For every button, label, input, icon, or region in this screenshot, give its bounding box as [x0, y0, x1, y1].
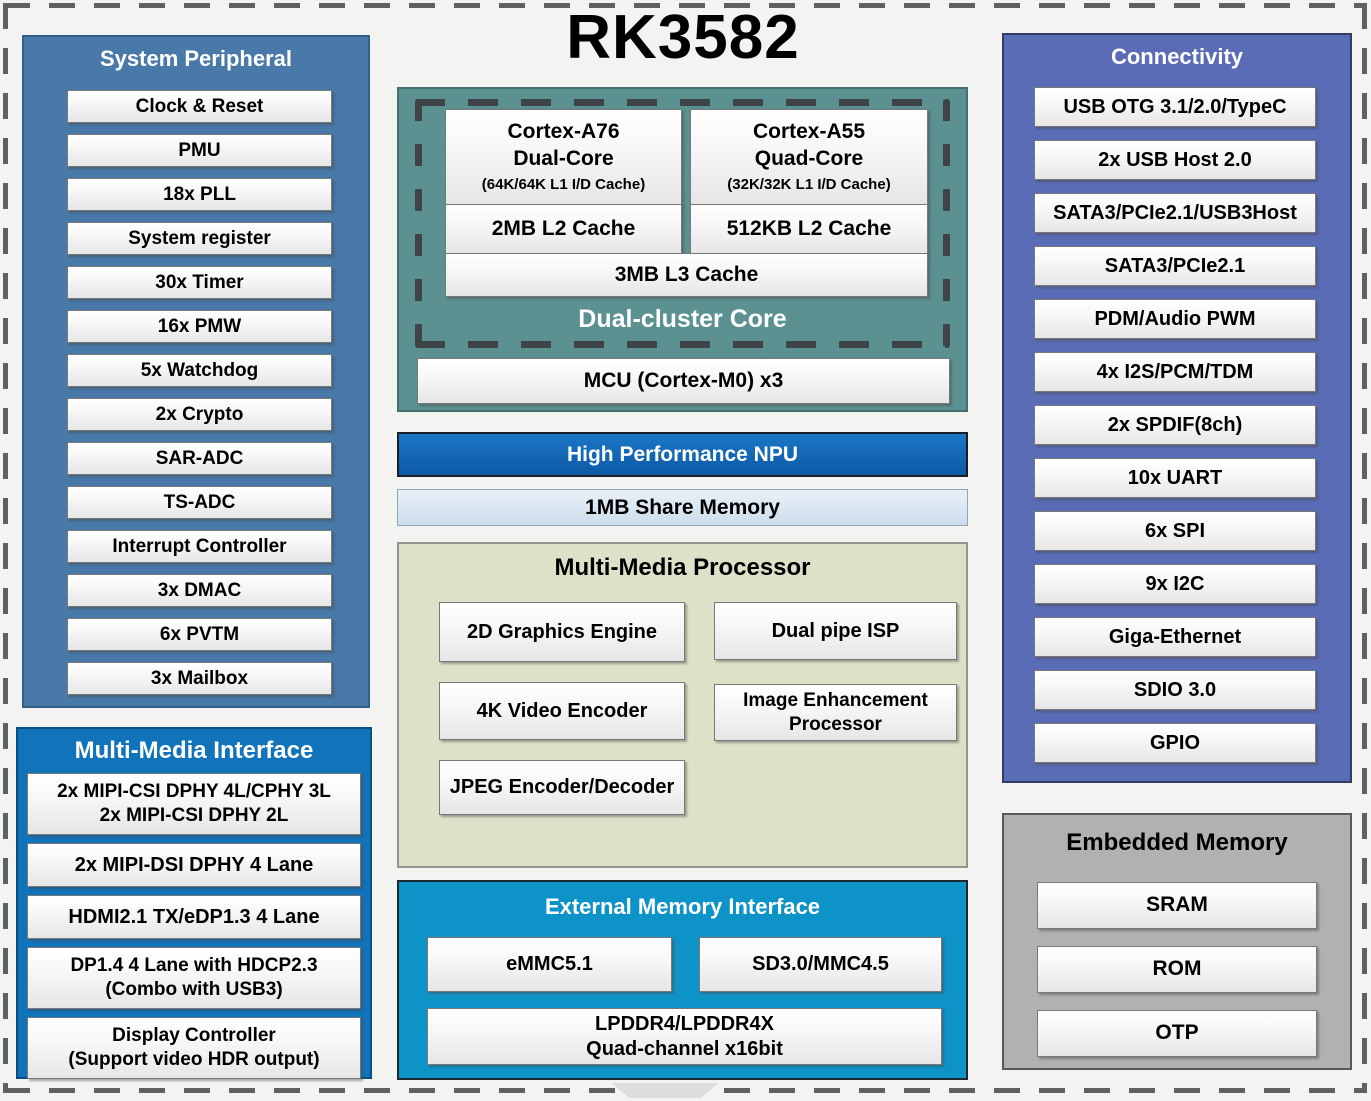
block-rom: ROM: [1037, 946, 1317, 993]
block-pvtm: 6x PVTM: [67, 618, 332, 651]
system-peripheral-title: System Peripheral: [100, 46, 292, 71]
block-sar-adc: SAR-ADC: [67, 442, 332, 475]
multi-media-processor-title: Multi-Media Processor: [554, 554, 811, 581]
block-2d-graphics: 2D Graphics Engine: [439, 602, 685, 662]
external-memory-interface-title: External Memory Interface: [544, 894, 821, 919]
block-usb-otg: USB OTG 3.1/2.0/TypeC: [1034, 87, 1316, 127]
block-watchdog: 5x Watchdog: [67, 354, 332, 387]
block-crypto: 2x Crypto: [67, 398, 332, 431]
block-pwm: 16x PMW: [67, 310, 332, 343]
core-name: Cortex-A55: [752, 120, 866, 144]
block-mailbox: 3x Mailbox: [67, 662, 332, 695]
core-dash-left: [415, 99, 422, 348]
frame-dash-top: [4, 3, 1367, 8]
core-name: Cortex-A76: [507, 120, 620, 144]
multi-media-interface-title: Multi-Media Interface: [74, 737, 314, 764]
block-sata-pcie-usb3host: SATA3/PCIe2.1/USB3Host: [1034, 193, 1316, 233]
block-l2-cache-a55: 512KB L2 Cache: [690, 204, 928, 254]
embedded-memory-items: SRAM ROM OTP: [1037, 882, 1317, 1074]
block-sd-mmc: SD3.0/MMC4.5: [699, 937, 942, 992]
block-sram: SRAM: [1037, 882, 1317, 929]
block-line: Quad-channel x16bit: [586, 1037, 783, 1060]
core-l1-cache: (64K/64K L1 I/D Cache): [481, 175, 646, 193]
dual-cluster-core-section: Cortex-A76 Dual-Core (64K/64K L1 I/D Cac…: [397, 87, 968, 412]
block-sata-pcie: SATA3/PCIe2.1: [1034, 246, 1316, 286]
multi-media-processor-section: Multi-Media Processor 2D Graphics Engine…: [397, 542, 968, 868]
block-uart: 10x UART: [1034, 458, 1316, 498]
embedded-memory-section: Embedded Memory SRAM ROM OTP: [1002, 813, 1352, 1070]
multi-media-interface-section: Multi-Media Interface 2x MIPI-CSI DPHY 4…: [16, 727, 372, 1079]
block-mcu: MCU (Cortex-M0) x3: [417, 358, 950, 404]
block-mipi-dsi: 2x MIPI-DSI DPHY 4 Lane: [27, 843, 361, 887]
block-dmac: 3x DMAC: [67, 574, 332, 607]
block-lpddr: LPDDR4/LPDDR4X Quad-channel x16bit: [427, 1008, 942, 1065]
block-clock-reset: Clock & Reset: [67, 90, 332, 123]
block-i2c: 9x I2C: [1034, 564, 1316, 604]
block-timer: 30x Timer: [67, 266, 332, 299]
block-line: HDMI2.1 TX/eDP1.3 4 Lane: [68, 905, 320, 928]
block-l2-cache-a76: 2MB L2 Cache: [445, 204, 682, 254]
system-peripheral-section: System Peripheral Clock & Reset PMU 18x …: [22, 35, 370, 708]
block-spi: 6x SPI: [1034, 511, 1316, 551]
block-spdif: 2x SPDIF(8ch): [1034, 405, 1316, 445]
block-display-controller: Display Controller (Support video HDR ou…: [27, 1017, 361, 1079]
block-interrupt-controller: Interrupt Controller: [67, 530, 332, 563]
core-dash-bottom: [415, 341, 950, 348]
block-share-memory: 1MB Share Memory: [397, 489, 968, 526]
block-pmu: PMU: [67, 134, 332, 167]
chip-title: RK3582: [566, 3, 800, 72]
block-i2s-pcm-tdm: 4x I2S/PCM/TDM: [1034, 352, 1316, 392]
block-line: (Combo with USB3): [105, 979, 283, 1000]
block-ts-adc: TS-ADC: [67, 486, 332, 519]
external-memory-interface-section: External Memory Interface eMMC5.1 SD3.0/…: [397, 880, 968, 1080]
embedded-memory-title: Embedded Memory: [1066, 829, 1288, 856]
block-cortex-a76: Cortex-A76 Dual-Core (64K/64K L1 I/D Cac…: [445, 109, 682, 205]
block-pll: 18x PLL: [67, 178, 332, 211]
block-line: 2x MIPI-CSI DPHY 2L: [99, 805, 289, 826]
block-line: Image Enhancement: [743, 689, 928, 711]
block-npu: High Performance NPU: [397, 432, 968, 477]
block-dual-pipe-isp: Dual pipe ISP: [714, 602, 957, 660]
block-image-enhancement-processor: Image Enhancement Processor: [714, 684, 957, 741]
block-giga-ethernet: Giga-Ethernet: [1034, 617, 1316, 657]
block-line: (Support video HDR output): [68, 1049, 320, 1070]
block-jpeg-encoder-decoder: JPEG Encoder/Decoder: [439, 760, 685, 815]
block-mipi-csi: 2x MIPI-CSI DPHY 4L/CPHY 3L 2x MIPI-CSI …: [27, 773, 361, 835]
block-system-register: System register: [67, 222, 332, 255]
bottom-edge-artifact: [612, 1083, 718, 1098]
connectivity-section: Connectivity USB OTG 3.1/2.0/TypeC 2x US…: [1002, 33, 1352, 783]
system-peripheral-items: Clock & Reset PMU 18x PLL System registe…: [67, 90, 332, 706]
frame-dash-right: [1362, 3, 1367, 1093]
block-sdio: SDIO 3.0: [1034, 670, 1316, 710]
block-line: Processor: [789, 713, 882, 735]
core-l1-cache: (32K/32K L1 I/D Cache): [727, 175, 891, 193]
core-dash-right: [943, 99, 950, 348]
core-count: Dual-Core: [513, 146, 614, 170]
block-line: 2x MIPI-DSI DPHY 4 Lane: [74, 853, 314, 876]
block-pdm-audio-pwm: PDM/Audio PWM: [1034, 299, 1316, 339]
core-count: Quad-Core: [754, 146, 864, 170]
multi-media-interface-items: 2x MIPI-CSI DPHY 4L/CPHY 3L 2x MIPI-CSI …: [27, 773, 361, 1087]
block-line: LPDDR4/LPDDR4X: [595, 1012, 774, 1035]
block-usb-host: 2x USB Host 2.0: [1034, 140, 1316, 180]
block-line: Display Controller: [112, 1025, 276, 1047]
block-cortex-a55: Cortex-A55 Quad-Core (32K/32K L1 I/D Cac…: [690, 109, 928, 205]
frame-dash-left: [3, 3, 8, 1093]
dual-cluster-core-label: Dual-cluster Core: [578, 305, 787, 333]
block-gpio: GPIO: [1034, 723, 1316, 763]
block-line: 2x MIPI-CSI DPHY 4L/CPHY 3L: [57, 781, 331, 803]
connectivity-title: Connectivity: [1110, 44, 1244, 69]
core-dash-top: [415, 99, 950, 106]
block-hdmi-edp: HDMI2.1 TX/eDP1.3 4 Lane: [27, 895, 361, 939]
block-l3-cache: 3MB L3 Cache: [445, 253, 928, 297]
block-otp: OTP: [1037, 1010, 1317, 1057]
block-dp14: DP1.4 4 Lane with HDCP2.3 (Combo with US…: [27, 947, 361, 1009]
block-line: DP1.4 4 Lane with HDCP2.3: [70, 955, 318, 977]
block-4k-video-encoder: 4K Video Encoder: [439, 682, 685, 740]
block-emmc: eMMC5.1: [427, 937, 672, 992]
connectivity-items: USB OTG 3.1/2.0/TypeC 2x USB Host 2.0 SA…: [1034, 87, 1316, 776]
